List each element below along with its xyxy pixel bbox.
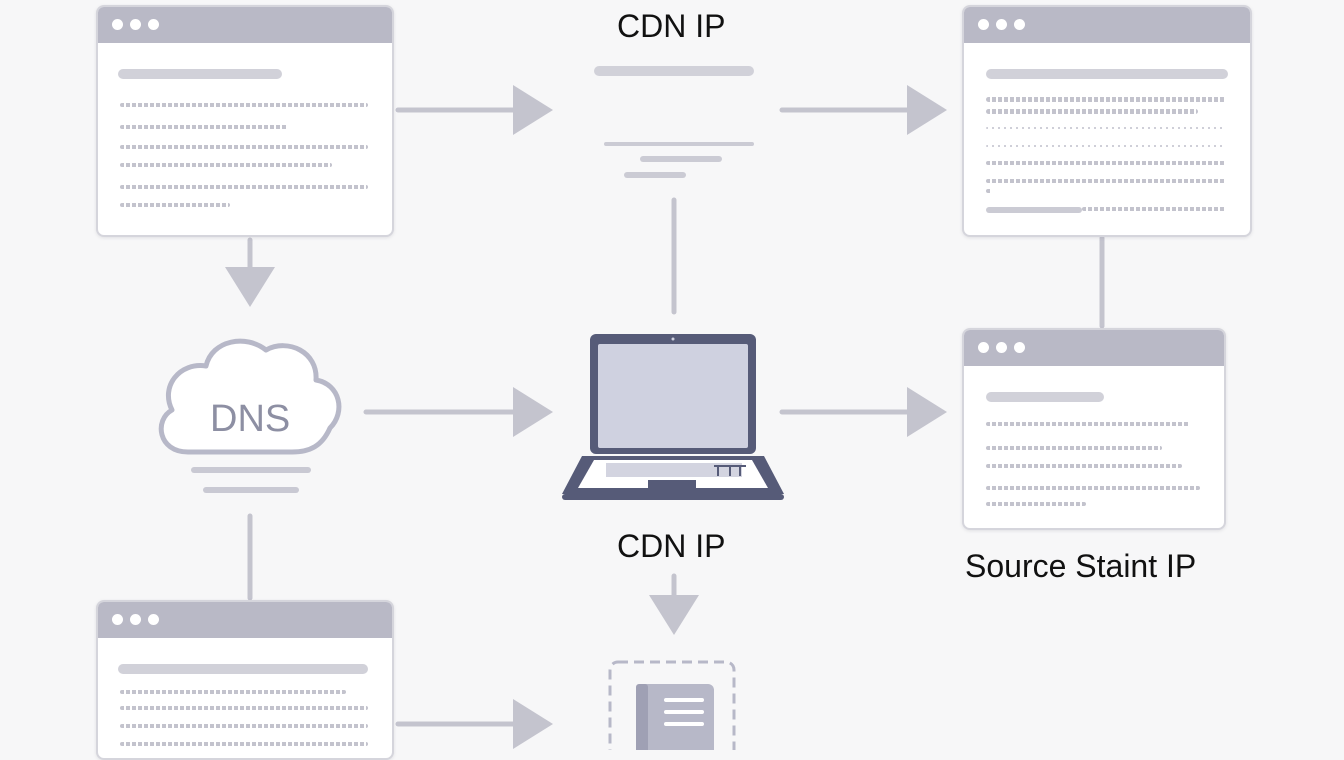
origin-window-top-right (962, 5, 1252, 237)
dns-label: DNS (210, 398, 291, 440)
window-dot (130, 614, 141, 625)
window-dot (978, 19, 989, 30)
window-titlebar (964, 330, 1224, 366)
window-dot (996, 342, 1007, 353)
window-dot (112, 614, 123, 625)
window-titlebar (964, 7, 1250, 43)
browser-window-bottom-left (96, 600, 394, 760)
window-dot (1014, 19, 1025, 30)
window-dot (1014, 342, 1025, 353)
cdn-node-lines (594, 64, 764, 184)
cdn-ip-label-bottom: CDN IP (617, 528, 726, 564)
window-dot (978, 342, 989, 353)
window-titlebar (98, 602, 392, 638)
window-dot (148, 19, 159, 30)
window-dot (148, 614, 159, 625)
window-dot (996, 19, 1007, 30)
window-dot (130, 19, 141, 30)
source-ip-label: Source Staint IP (965, 548, 1197, 584)
cdn-ip-label-top: CDN IP (617, 8, 726, 44)
window-titlebar (98, 7, 392, 43)
window-dot (112, 19, 123, 30)
source-window-middle-right (962, 328, 1226, 530)
browser-window-top-left (96, 5, 394, 237)
